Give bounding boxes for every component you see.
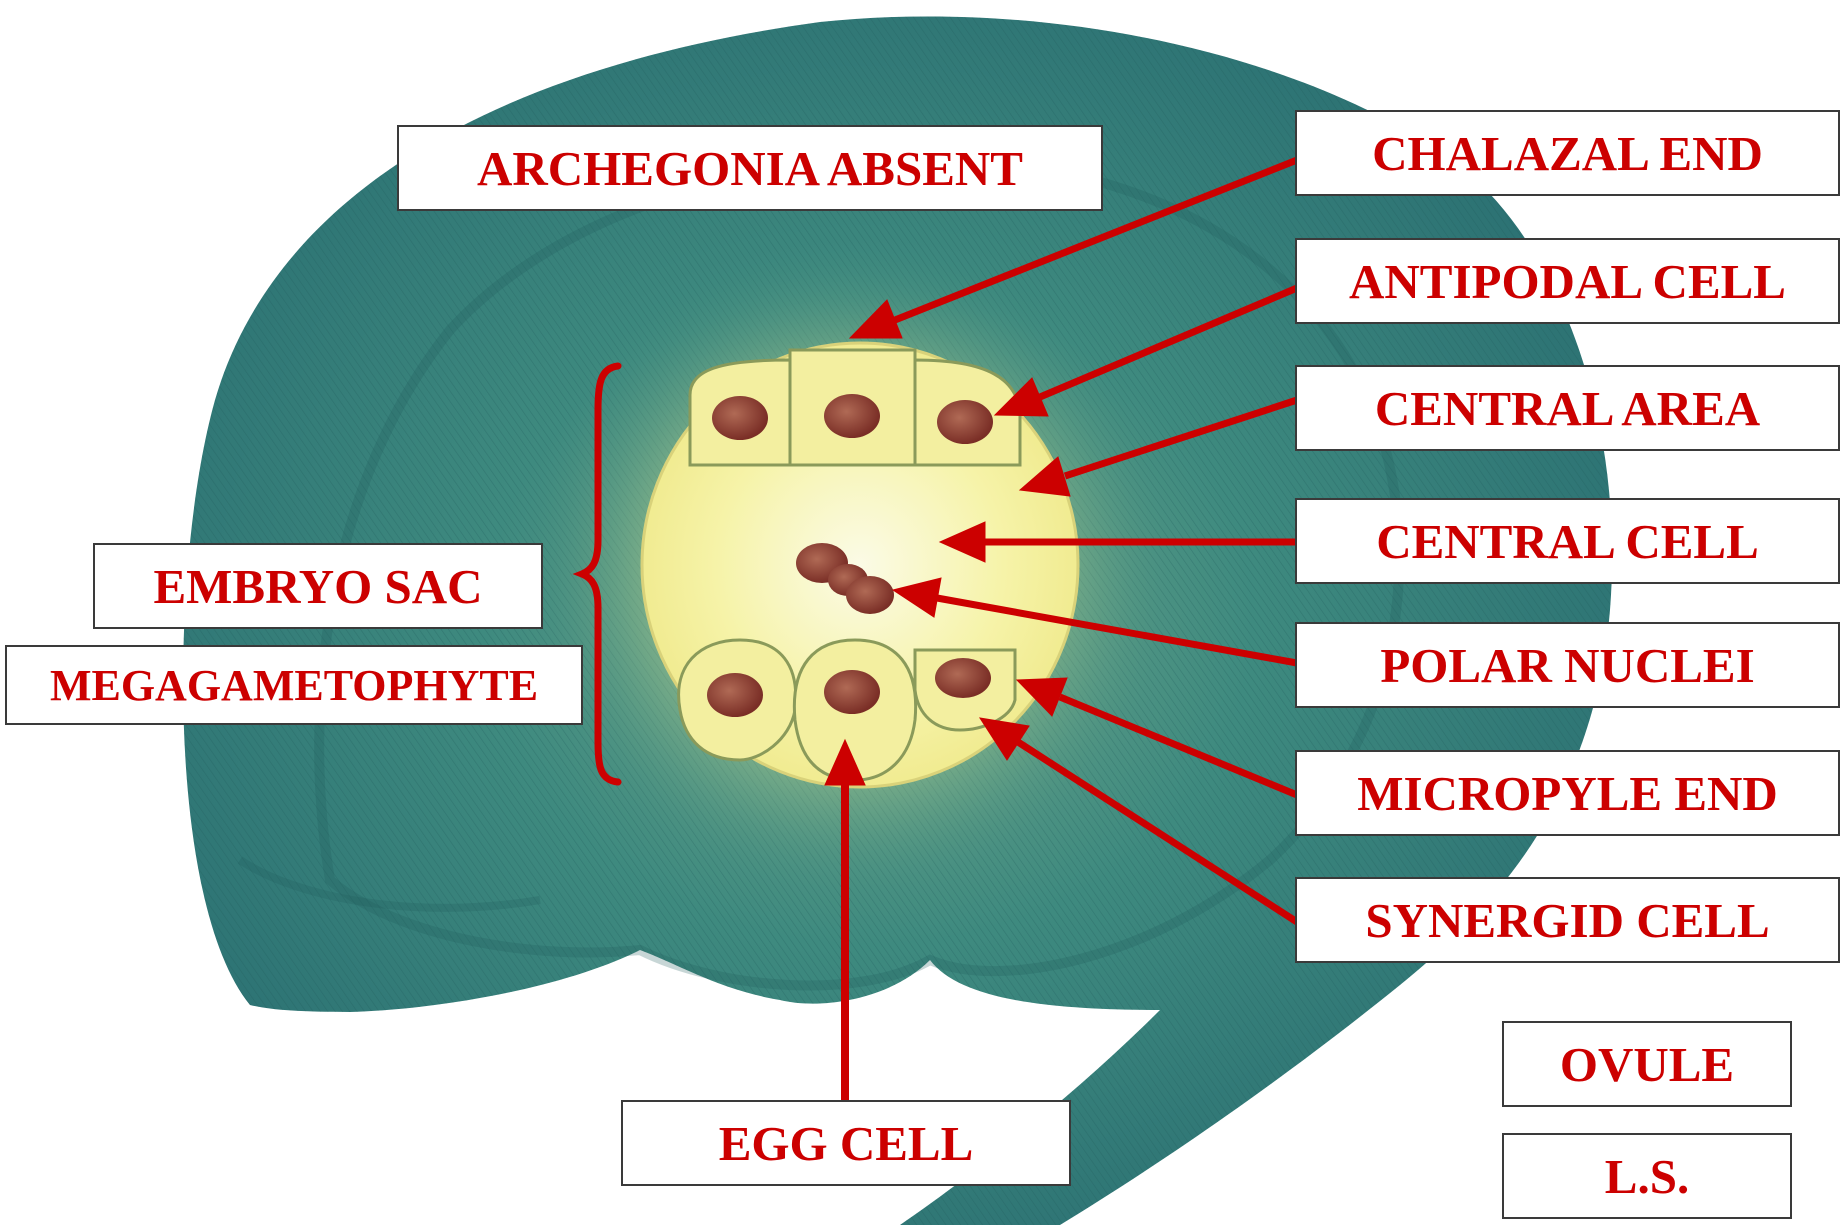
chalazal-end-label: CHALAZAL END: [1295, 110, 1840, 196]
antipodal-cell-label: ANTIPODAL CELL: [1295, 238, 1840, 324]
central-cell-label: CENTRAL CELL: [1295, 498, 1840, 584]
central-area-label: CENTRAL AREA: [1295, 365, 1840, 451]
megagametophyte-label: MEGAGAMETOPHYTE: [5, 645, 583, 725]
micropyle-end-label: MICROPYLE END: [1295, 750, 1840, 836]
egg-cell-label: EGG CELL: [621, 1100, 1071, 1186]
synergid-cell-label: SYNERGID CELL: [1295, 877, 1840, 963]
archegonia-absent-label: ARCHEGONIA ABSENT: [397, 125, 1103, 211]
embryo-sac-label: EMBRYO SAC: [93, 543, 543, 629]
ovule-label: OVULE: [1502, 1021, 1792, 1107]
polar-nuclei-label: POLAR NUCLEI: [1295, 622, 1840, 708]
ls-label: L.S.: [1502, 1133, 1792, 1219]
